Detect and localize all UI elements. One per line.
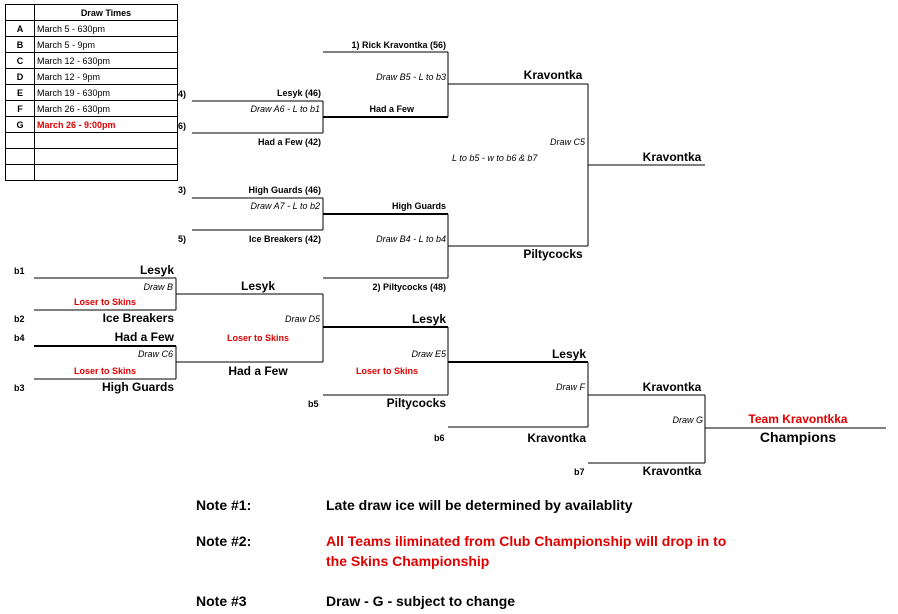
draw-times-header-row: Draw Times	[5, 4, 178, 21]
draw-b4-label: Draw B4 - L to b4	[376, 234, 446, 244]
note1-text: Late draw ice will be determined by avai…	[326, 497, 633, 513]
team-highguards-46: High Guards (46)	[248, 185, 321, 195]
slot-b2: b2	[14, 314, 25, 324]
seed-4: 4)	[178, 89, 187, 99]
draw-c5-note: L to b5 - w to b6 & b7	[452, 153, 538, 163]
team-kravontka-winner: Kravontka	[642, 150, 702, 164]
team-hadafew-42: Had a Few (42)	[257, 137, 321, 147]
slot-b5: b5	[308, 399, 319, 409]
team-highguards: High Guards	[391, 201, 446, 211]
loser-to-skins: Loser to Skins	[226, 333, 289, 343]
team-hadafew-b4: Had a Few	[114, 330, 174, 344]
team-hadafew-d5: Had a Few	[228, 364, 288, 378]
team-kravontka-b7: Kravontka	[642, 464, 702, 478]
team-highguards-b3: High Guards	[101, 380, 174, 394]
note3-label: Note #3	[196, 593, 247, 609]
draw-b-label: Draw B	[143, 282, 173, 292]
empty-row	[5, 148, 178, 165]
draw-e5-label: Draw E5	[411, 349, 446, 359]
empty-cell	[34, 164, 178, 181]
slot-b4: b4	[14, 333, 25, 343]
champions-title: Champions	[759, 429, 837, 445]
team-hadafew: Had a Few	[369, 104, 414, 114]
team-piltycocks-c: Piltycocks	[523, 247, 583, 261]
draw-g-label: Draw G	[672, 415, 703, 425]
team-lesyk-e5: Lesyk	[411, 312, 446, 326]
seed-6: 6)	[178, 121, 187, 131]
team-kravontka-b6: Kravontka	[527, 431, 586, 445]
team-piltycocks-b5: Piltycocks	[386, 396, 446, 410]
team-piltycocks-48: 2) Piltycocks (48)	[372, 282, 446, 292]
draw-b5-label: Draw B5 - L to b3	[376, 72, 446, 82]
champion-team: Team Kravontkka	[748, 412, 848, 426]
loser-to-skins: Loser to Skins	[73, 297, 136, 307]
team-rick-56: 1) Rick Kravontka (56)	[351, 40, 446, 50]
note1-label: Note #1:	[196, 497, 252, 513]
team-icebreakers-b2: Ice Breakers	[102, 311, 174, 325]
empty-row	[5, 164, 178, 181]
team-icebreakers-42: Ice Breakers (42)	[248, 234, 321, 244]
loser-to-skins: Loser to Skins	[355, 366, 418, 376]
slot-b3: b3	[14, 383, 25, 393]
seed-5: 5)	[178, 234, 187, 244]
loser-to-skins: Loser to Skins	[73, 366, 136, 376]
team-lesyk-b1: Lesyk	[139, 263, 174, 277]
note3-text: Draw - G - subject to change	[326, 593, 516, 609]
seed-3: 3)	[178, 185, 187, 195]
draw-c6-label: Draw C6	[137, 349, 173, 359]
team-kravontka-g: Kravontka	[642, 380, 702, 394]
draw-a6-label: Draw A6 - L to b1	[250, 104, 320, 114]
note2-label: Note #2:	[196, 533, 252, 549]
team-lesyk-d5: Lesyk	[240, 279, 276, 293]
team-lesyk-f: Lesyk	[551, 347, 586, 361]
team-kravontka-c: Kravontka	[523, 68, 583, 82]
slot-b1: b1	[14, 266, 25, 276]
note2-text-line2: the Skins Championship	[326, 553, 490, 569]
team-lesyk-46: Lesyk (46)	[276, 88, 321, 98]
draw-a7-label: Draw A7 - L to b2	[250, 201, 320, 211]
slot-b6: b6	[434, 433, 445, 443]
note2-text: All Teams iliminated from Club Champions…	[326, 533, 727, 549]
draw-d5-label: Draw D5	[284, 314, 320, 324]
slot-b7: b7	[574, 467, 585, 477]
draw-c5-label: Draw C5	[549, 137, 585, 147]
draw-f-label: Draw F	[556, 382, 585, 392]
